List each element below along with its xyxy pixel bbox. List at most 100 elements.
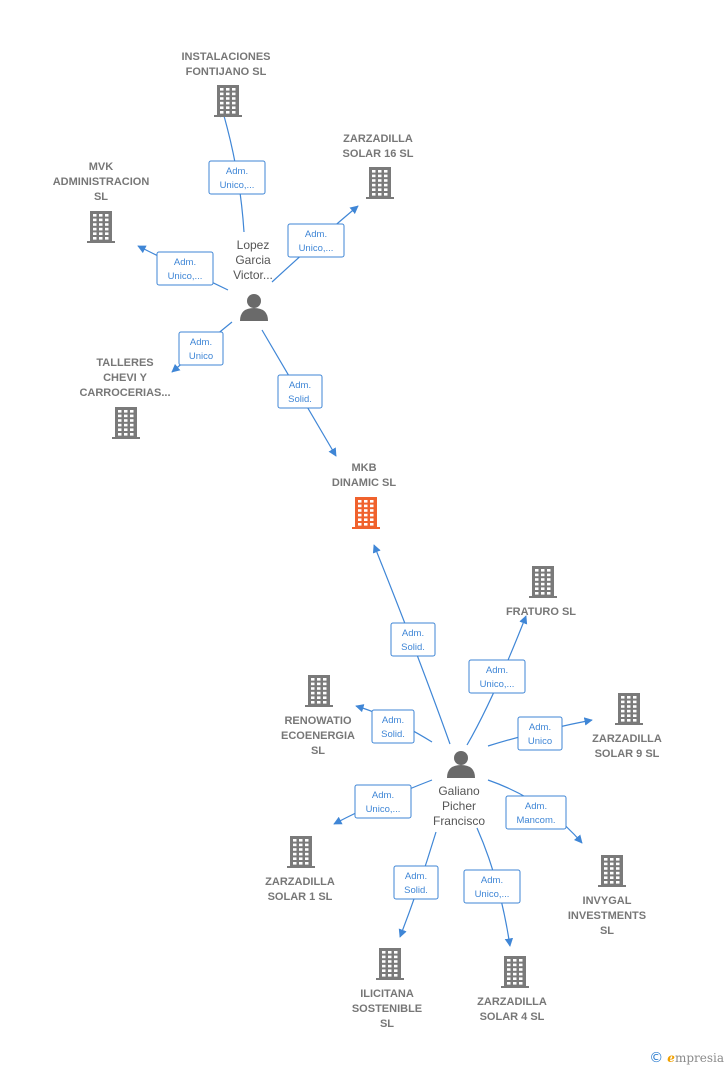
building-window	[388, 969, 392, 972]
edge-label-box[interactable]	[371, 709, 415, 744]
edge-label-line: Adm.	[382, 715, 404, 726]
node-label-line: DINAMIC SL	[332, 477, 396, 489]
building-base	[287, 866, 315, 868]
building-window	[299, 843, 303, 847]
building-window	[384, 183, 388, 187]
building-window	[610, 858, 614, 861]
edge-label-box[interactable]	[287, 223, 345, 258]
edge-label-line: Adm.	[529, 722, 551, 733]
edge-label-box[interactable]	[390, 622, 436, 657]
building-window	[507, 982, 511, 985]
building-window	[299, 857, 303, 860]
person-icon	[240, 294, 268, 321]
building-window	[604, 862, 608, 866]
edge-label-line: Adm.	[481, 875, 503, 886]
edge-label-box[interactable]	[505, 795, 567, 830]
building-window	[305, 843, 309, 847]
edge-label-line: Adm.	[486, 665, 508, 676]
building-window	[535, 592, 539, 595]
node-label-line: SOLAR 4 SL	[480, 1011, 545, 1023]
building-window	[226, 101, 230, 105]
edge-galiano-mkb: Adm. Solid.	[372, 544, 451, 745]
building-window	[323, 682, 327, 686]
copyright-icon: ©	[649, 1050, 664, 1066]
node-label-line: SL	[94, 191, 108, 203]
node-label-line: CARROCERIAS...	[79, 387, 170, 399]
node-label-line: INVESTMENTS	[568, 910, 646, 922]
building-base	[529, 596, 557, 598]
node-label-line: Garcia	[235, 253, 271, 267]
building-window	[372, 193, 376, 196]
building-window	[535, 582, 539, 586]
building-window	[378, 183, 382, 187]
edge-galiano-invygal: Adm.Mancom.	[487, 779, 583, 844]
building-window	[633, 719, 637, 722]
building-window	[311, 678, 315, 681]
building-window	[118, 423, 122, 427]
edge-label-box[interactable]	[208, 160, 266, 195]
edge-label-box[interactable]	[156, 251, 214, 286]
building-window	[382, 951, 386, 954]
building-window	[232, 106, 236, 109]
building-window	[604, 881, 608, 884]
building-window	[394, 974, 398, 977]
edge-label-line: Solid.	[401, 642, 425, 653]
building-window	[293, 862, 297, 865]
building-icon	[598, 855, 626, 887]
edge-label-box[interactable]	[517, 716, 563, 751]
building-window	[323, 687, 327, 690]
edge-label-box[interactable]	[354, 784, 412, 819]
building-window	[372, 183, 376, 187]
node-lopez[interactable]: LopezGarciaVictor...	[233, 238, 273, 321]
building-window	[130, 433, 134, 436]
edge-galiano-ilicitana: Adm.Solid.	[393, 831, 439, 938]
building-window	[323, 678, 327, 681]
building-window	[627, 709, 631, 713]
edge-label-box[interactable]	[468, 659, 526, 694]
brand-footer: ©empresia	[649, 1050, 724, 1066]
building-window	[535, 569, 539, 572]
building-window	[382, 969, 386, 972]
building-window	[93, 227, 97, 231]
building-window	[382, 964, 386, 968]
edge-label-line: Adm.	[289, 380, 311, 391]
node-label-line: RENOWATIO	[284, 715, 351, 727]
building-icon	[501, 956, 529, 988]
building-window	[99, 218, 103, 222]
building-window	[364, 513, 368, 517]
building-window	[130, 419, 134, 422]
building-window	[317, 682, 321, 686]
building-window	[226, 92, 230, 96]
edge-label-line: Unico,...	[366, 804, 401, 815]
building-window	[305, 857, 309, 860]
edge-label-box[interactable]	[178, 331, 224, 366]
edge-label-box[interactable]	[277, 374, 323, 409]
building-window	[311, 682, 315, 686]
building-window	[388, 974, 392, 977]
building-window	[519, 977, 523, 980]
building-window	[93, 218, 97, 222]
building-window	[124, 419, 128, 422]
edge-label-box[interactable]	[393, 865, 439, 900]
building-window	[633, 705, 637, 708]
person-body	[447, 765, 475, 778]
edge-label-box[interactable]	[463, 869, 521, 904]
node-fraturo[interactable]: FRATURO SL	[506, 566, 576, 618]
building-icon	[376, 948, 404, 980]
edge-galiano-zarzadilla4: Adm.Unico,...	[463, 827, 521, 947]
edge-galiano-renovatio: Adm.Solid.	[355, 704, 433, 744]
node-label-line: Lopez	[237, 238, 270, 252]
building-window	[610, 867, 614, 870]
